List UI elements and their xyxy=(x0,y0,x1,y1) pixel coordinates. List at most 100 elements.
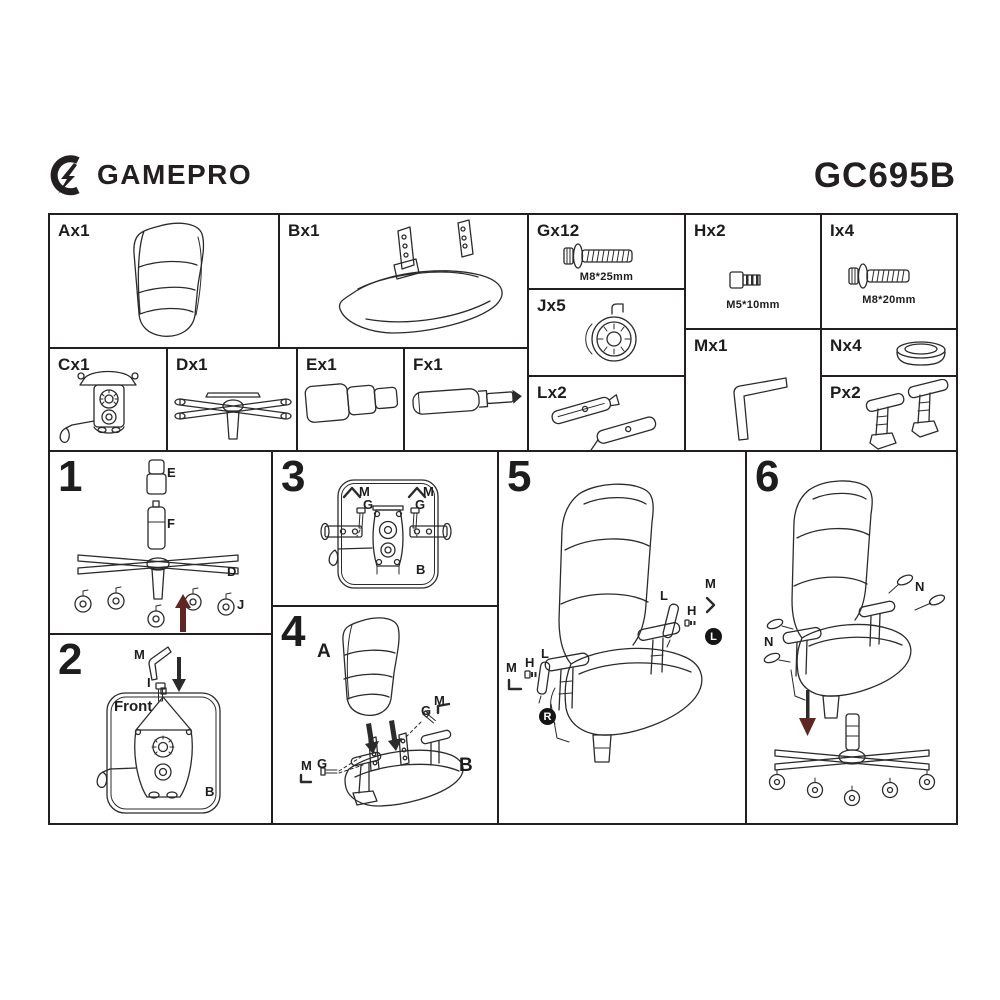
gas-lift-icon xyxy=(412,388,522,415)
screw-size-label: M5*10mm xyxy=(726,299,780,311)
diagram-label-front: Front xyxy=(114,698,153,715)
diagram-label-a: A xyxy=(317,641,331,662)
step1-diagram xyxy=(74,459,239,632)
diagram-label-m-left: M xyxy=(301,758,312,773)
step-cell-1: 1 E F D J xyxy=(49,451,272,634)
step-number: 5 xyxy=(507,452,532,501)
part-cell-c: Cx1 xyxy=(49,348,167,451)
part-label: Px2 xyxy=(830,383,861,402)
diagram-label-f: F xyxy=(167,516,175,531)
gamepro-logo-icon xyxy=(50,155,80,196)
diagram-label-g-right: G xyxy=(421,703,432,718)
step-number: 2 xyxy=(58,635,83,684)
part-cell-j: Jx5 xyxy=(528,289,685,376)
step4-diagram xyxy=(299,617,464,807)
badge-left-armrest: L xyxy=(705,628,722,645)
part-label: Dx1 xyxy=(176,355,208,374)
backrest-icon xyxy=(133,222,205,337)
part-label: Gx12 xyxy=(537,221,580,240)
diagram-label-m-right: M xyxy=(705,576,716,591)
step2-diagram xyxy=(96,646,221,814)
step-cell-3: 3 xyxy=(272,451,498,606)
brand-logo: GAMEPRO xyxy=(46,152,252,198)
part-label: Bx1 xyxy=(288,221,320,240)
part-label: Mx1 xyxy=(694,336,728,355)
diagram-label-m-left: M xyxy=(359,484,370,499)
diagram-label-e: E xyxy=(167,465,176,480)
part-cell-f: Fx1 xyxy=(404,348,528,451)
diagram-label-d: D xyxy=(227,564,237,579)
part-label: Ix4 xyxy=(830,221,855,240)
step-cell-5: 5 xyxy=(498,451,746,824)
upward-arrow xyxy=(175,594,191,632)
part-cell-n: Nx4 xyxy=(821,329,957,376)
badge-right-armrest: R xyxy=(539,708,556,725)
part-label: Fx1 xyxy=(413,355,443,374)
step-number: 3 xyxy=(281,452,306,501)
part-label: Nx4 xyxy=(830,336,862,355)
diagram-label-j: J xyxy=(237,597,245,612)
diagram-label-l-left: L xyxy=(541,646,549,661)
step-cell-6: 6 xyxy=(746,451,957,824)
downward-arrow-shaft xyxy=(806,690,810,720)
bolt-size-label: M8*20mm xyxy=(862,294,916,306)
bolt-m8x25-icon xyxy=(563,243,633,269)
bolt-size-label: M8*25mm xyxy=(579,271,634,283)
part-label: Lx2 xyxy=(537,383,567,402)
part-cell-h: Hx2 M5*10mm xyxy=(685,214,821,329)
side-cover-icon xyxy=(551,394,657,452)
part-label: Jx5 xyxy=(537,296,566,315)
part-label: Ex1 xyxy=(306,355,337,374)
washer-ring-icon xyxy=(896,341,946,366)
downward-arrow-head xyxy=(799,718,816,736)
diagram-label-n-left: N xyxy=(764,634,774,649)
star-base-icon xyxy=(174,392,292,440)
part-cell-d: Dx1 xyxy=(167,348,297,451)
model-number: GC695B xyxy=(813,156,956,195)
diagram-label-l-right: L xyxy=(660,588,668,603)
diagram-label-i: I xyxy=(147,675,151,690)
caster-wheel-icon xyxy=(585,303,637,362)
downward-arrow xyxy=(388,720,402,751)
step-number: 6 xyxy=(755,452,780,501)
seat-icon xyxy=(338,219,503,334)
part-label: Ax1 xyxy=(58,221,90,240)
diagram-label-m: M xyxy=(134,647,145,662)
step-cell-4: 4 xyxy=(272,606,498,824)
part-cell-a: Ax1 xyxy=(49,214,279,348)
diagram-label-g-left: G xyxy=(317,756,328,771)
diagram-label-b: B xyxy=(416,562,426,577)
part-cell-i: Ix4 M8*20mm xyxy=(821,214,957,329)
diagram-label-m-right: M xyxy=(423,484,434,499)
diagram-label-m-right: M xyxy=(434,693,445,708)
diagram-label-n-right: N xyxy=(915,579,925,594)
part-cell-e: Ex1 xyxy=(297,348,404,451)
diagram-label-h-right: H xyxy=(687,603,697,618)
step-number: 4 xyxy=(281,607,306,656)
bolt-m8x20-icon xyxy=(848,263,910,289)
parts-table: Ax1 Bx1 xyxy=(48,213,958,825)
lift-cover-icon xyxy=(304,383,399,423)
tilt-mechanism-icon xyxy=(59,370,139,443)
part-cell-g: Gx12 M8*25mm xyxy=(528,214,685,289)
diagram-label-h-left: H xyxy=(525,655,535,670)
diagram-label-g-left: G xyxy=(363,497,374,512)
step5-diagram xyxy=(507,483,716,763)
step3-diagram xyxy=(320,479,452,589)
part-cell-l: Lx2 xyxy=(528,376,685,452)
step-number: 1 xyxy=(58,452,83,501)
step-cell-2: 2 M I Front B xyxy=(49,634,272,824)
diagram-label-m-left: M xyxy=(506,660,517,675)
diagram-label-b: B xyxy=(205,784,215,799)
armrests-icon xyxy=(865,379,949,450)
step6-diagram xyxy=(763,480,946,807)
diagram-label-b: B xyxy=(459,755,473,776)
part-cell-p: Px2 xyxy=(821,376,957,451)
allen-key-icon xyxy=(733,377,788,441)
screw-m5x10-icon xyxy=(729,271,761,289)
part-label: Hx2 xyxy=(694,221,726,240)
part-label: Cx1 xyxy=(58,355,90,374)
part-cell-b: Bx1 xyxy=(279,214,528,348)
brand-name: GAMEPRO xyxy=(97,159,253,190)
